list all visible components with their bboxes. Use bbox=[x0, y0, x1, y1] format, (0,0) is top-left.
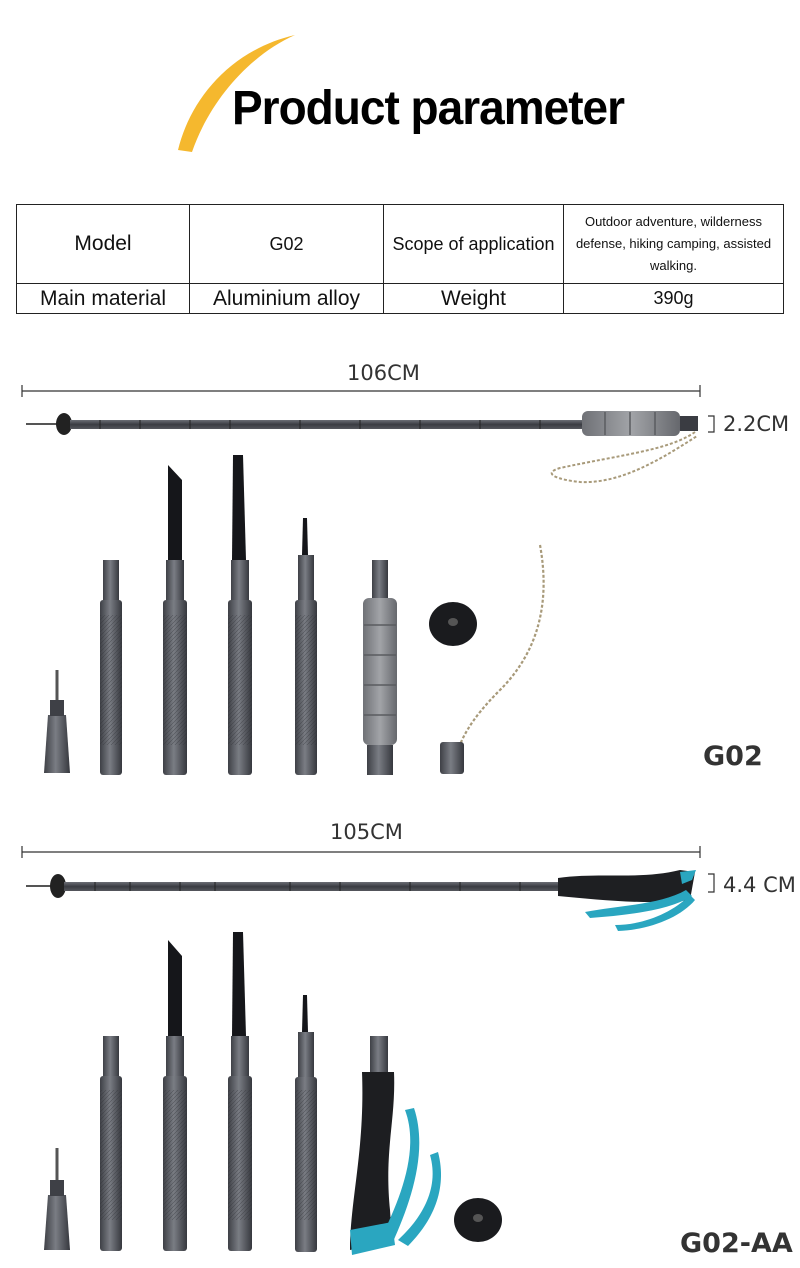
g02aa-model-label: G02-AA bbox=[680, 1228, 793, 1259]
ergonomic-handle-part bbox=[350, 1036, 442, 1255]
table-cell: Main material bbox=[16, 283, 190, 314]
pole-segment-part bbox=[100, 560, 122, 775]
table-cell: 390g bbox=[563, 283, 784, 314]
g02-length-dimension bbox=[21, 385, 701, 397]
parameter-table: Model G02 Scope of application Outdoor a… bbox=[16, 203, 784, 314]
awl-part bbox=[295, 995, 317, 1252]
g02-model-label: G02 bbox=[703, 741, 763, 772]
swoosh-decoration bbox=[178, 35, 295, 152]
g02aa-length-label: 105CM bbox=[330, 820, 403, 844]
g02aa-diameter-label: 4.4 CM bbox=[723, 873, 796, 897]
knife-part bbox=[163, 940, 187, 1251]
page-title: Product parameter bbox=[232, 79, 625, 135]
table-row: Model G02 Scope of application Outdoor a… bbox=[16, 203, 784, 285]
table-cell: Model bbox=[16, 203, 190, 285]
g02-parts bbox=[44, 455, 545, 775]
saw-part bbox=[228, 932, 252, 1251]
knife-part bbox=[163, 465, 187, 775]
table-cell: Scope of application bbox=[383, 203, 564, 285]
foam-handle-part bbox=[363, 560, 397, 775]
g02aa-assembled-pole bbox=[26, 870, 696, 931]
g02aa-diameter-bracket bbox=[708, 873, 715, 893]
rubber-foot-part bbox=[429, 602, 477, 646]
header: Product parameter bbox=[0, 0, 800, 190]
wrist-cord-part bbox=[440, 544, 545, 774]
pole-segment-part bbox=[100, 1036, 122, 1251]
screwdriver-tip-part bbox=[44, 1148, 70, 1250]
table-row: Main material Aluminium alloy Weight 390… bbox=[16, 283, 784, 314]
g02aa-length-dimension bbox=[21, 846, 701, 858]
g02-assembled-pole bbox=[26, 411, 698, 484]
rubber-foot-part bbox=[454, 1198, 502, 1242]
screwdriver-tip-part bbox=[44, 670, 70, 773]
g02-diameter-bracket bbox=[708, 415, 715, 433]
table-cell: Outdoor adventure, wilderness defense, h… bbox=[563, 203, 784, 285]
table-cell: Aluminium alloy bbox=[189, 283, 384, 314]
awl-part bbox=[295, 518, 317, 775]
saw-part bbox=[228, 455, 252, 775]
table-cell: Weight bbox=[383, 283, 564, 314]
table-cell: G02 bbox=[189, 203, 384, 285]
g02-length-label: 106CM bbox=[347, 361, 420, 385]
g02aa-parts bbox=[44, 932, 502, 1255]
g02-diameter-label: 2.2CM bbox=[723, 412, 790, 436]
